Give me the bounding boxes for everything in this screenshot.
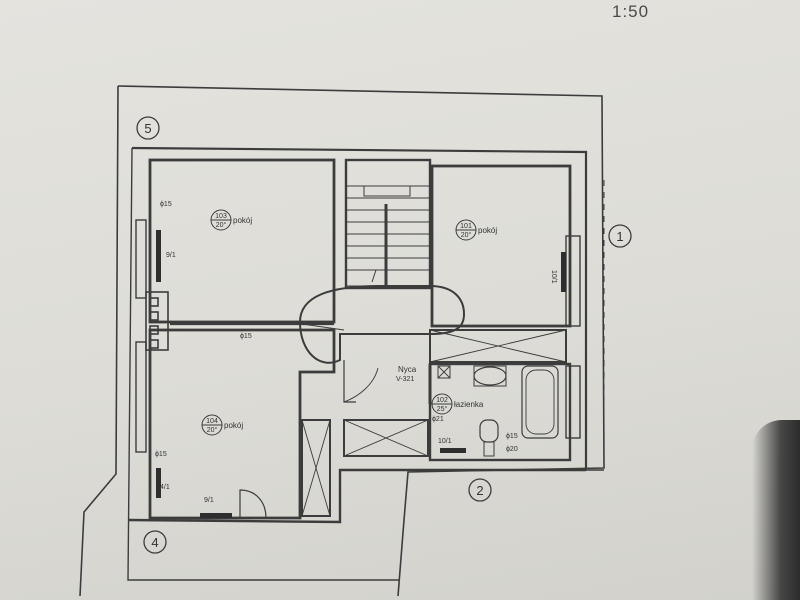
inner-boundary bbox=[131, 146, 588, 470]
landing bbox=[298, 285, 466, 364]
room-102-temp: 25° bbox=[437, 405, 448, 413]
niche bbox=[343, 360, 356, 403]
axis-5-label: 5 bbox=[144, 121, 151, 136]
rad-4-1: 4/1 bbox=[160, 484, 170, 491]
wall-phi21: ϕ21 bbox=[432, 416, 444, 423]
axis-4-label: 4 bbox=[151, 535, 158, 550]
rad-9-1-a: 9/1 bbox=[166, 252, 176, 259]
corridor-closet bbox=[429, 329, 567, 363]
axis-1-circle bbox=[608, 224, 632, 248]
room-103-name: pokój bbox=[233, 216, 252, 225]
wardrobe bbox=[343, 419, 429, 457]
room-101-name: pokój bbox=[478, 226, 497, 235]
rad-10-1-a: 10/1 bbox=[438, 438, 452, 445]
axis-2-label: 2 bbox=[476, 483, 483, 498]
room-102-name: łazienka bbox=[454, 400, 484, 409]
wall-phi20: ϕ20 bbox=[506, 446, 518, 453]
room-104-temp: 20° bbox=[207, 426, 218, 434]
rad-9-1-b: 9/1 bbox=[204, 497, 214, 504]
niche-dim: V-321 bbox=[396, 376, 414, 383]
lower-wall bbox=[127, 468, 586, 524]
room-103-temp: 20° bbox=[216, 221, 227, 229]
room-104-number: 104 bbox=[206, 418, 218, 425]
stair-core bbox=[344, 158, 432, 290]
room-101-walls bbox=[430, 164, 572, 328]
room-104-closet bbox=[301, 419, 331, 517]
room-101-temp: 20° bbox=[461, 231, 472, 239]
room-103-walls bbox=[148, 158, 336, 324]
inner-boundary-left bbox=[127, 147, 400, 581]
radiators bbox=[156, 230, 566, 518]
stair-flight bbox=[345, 185, 431, 287]
axis-2-circle bbox=[468, 478, 492, 502]
wall-phi15-b: ϕ15 bbox=[240, 333, 252, 340]
scale-label: 1:50 bbox=[612, 2, 650, 21]
shaft bbox=[145, 291, 169, 351]
axis-5-circle bbox=[136, 116, 160, 140]
stair-treads bbox=[346, 197, 430, 271]
axis-1-label: 1 bbox=[616, 229, 623, 244]
toilet bbox=[479, 419, 499, 443]
rad-10-1-b: 10/1 bbox=[550, 270, 557, 284]
outer-boundary-left bbox=[79, 85, 119, 597]
room-104-walls bbox=[148, 328, 336, 520]
room-102-number: 102 bbox=[436, 397, 448, 404]
photo-shadow bbox=[752, 420, 800, 600]
wall-phi15-c: ϕ15 bbox=[155, 451, 167, 458]
axis-4-circle bbox=[143, 530, 167, 554]
niche-label: Nyca bbox=[398, 365, 417, 374]
wall-phi15-a: ϕ15 bbox=[160, 201, 172, 208]
wall-phi15-d: ϕ15 bbox=[506, 433, 518, 440]
door-swing bbox=[239, 489, 267, 519]
room-104-name: pokój bbox=[224, 421, 243, 430]
washbasin bbox=[473, 366, 507, 386]
bathroom-walls bbox=[428, 362, 572, 462]
room-101-number: 101 bbox=[460, 223, 472, 230]
room-103-number: 103 bbox=[215, 213, 227, 220]
bathtub bbox=[521, 365, 559, 439]
